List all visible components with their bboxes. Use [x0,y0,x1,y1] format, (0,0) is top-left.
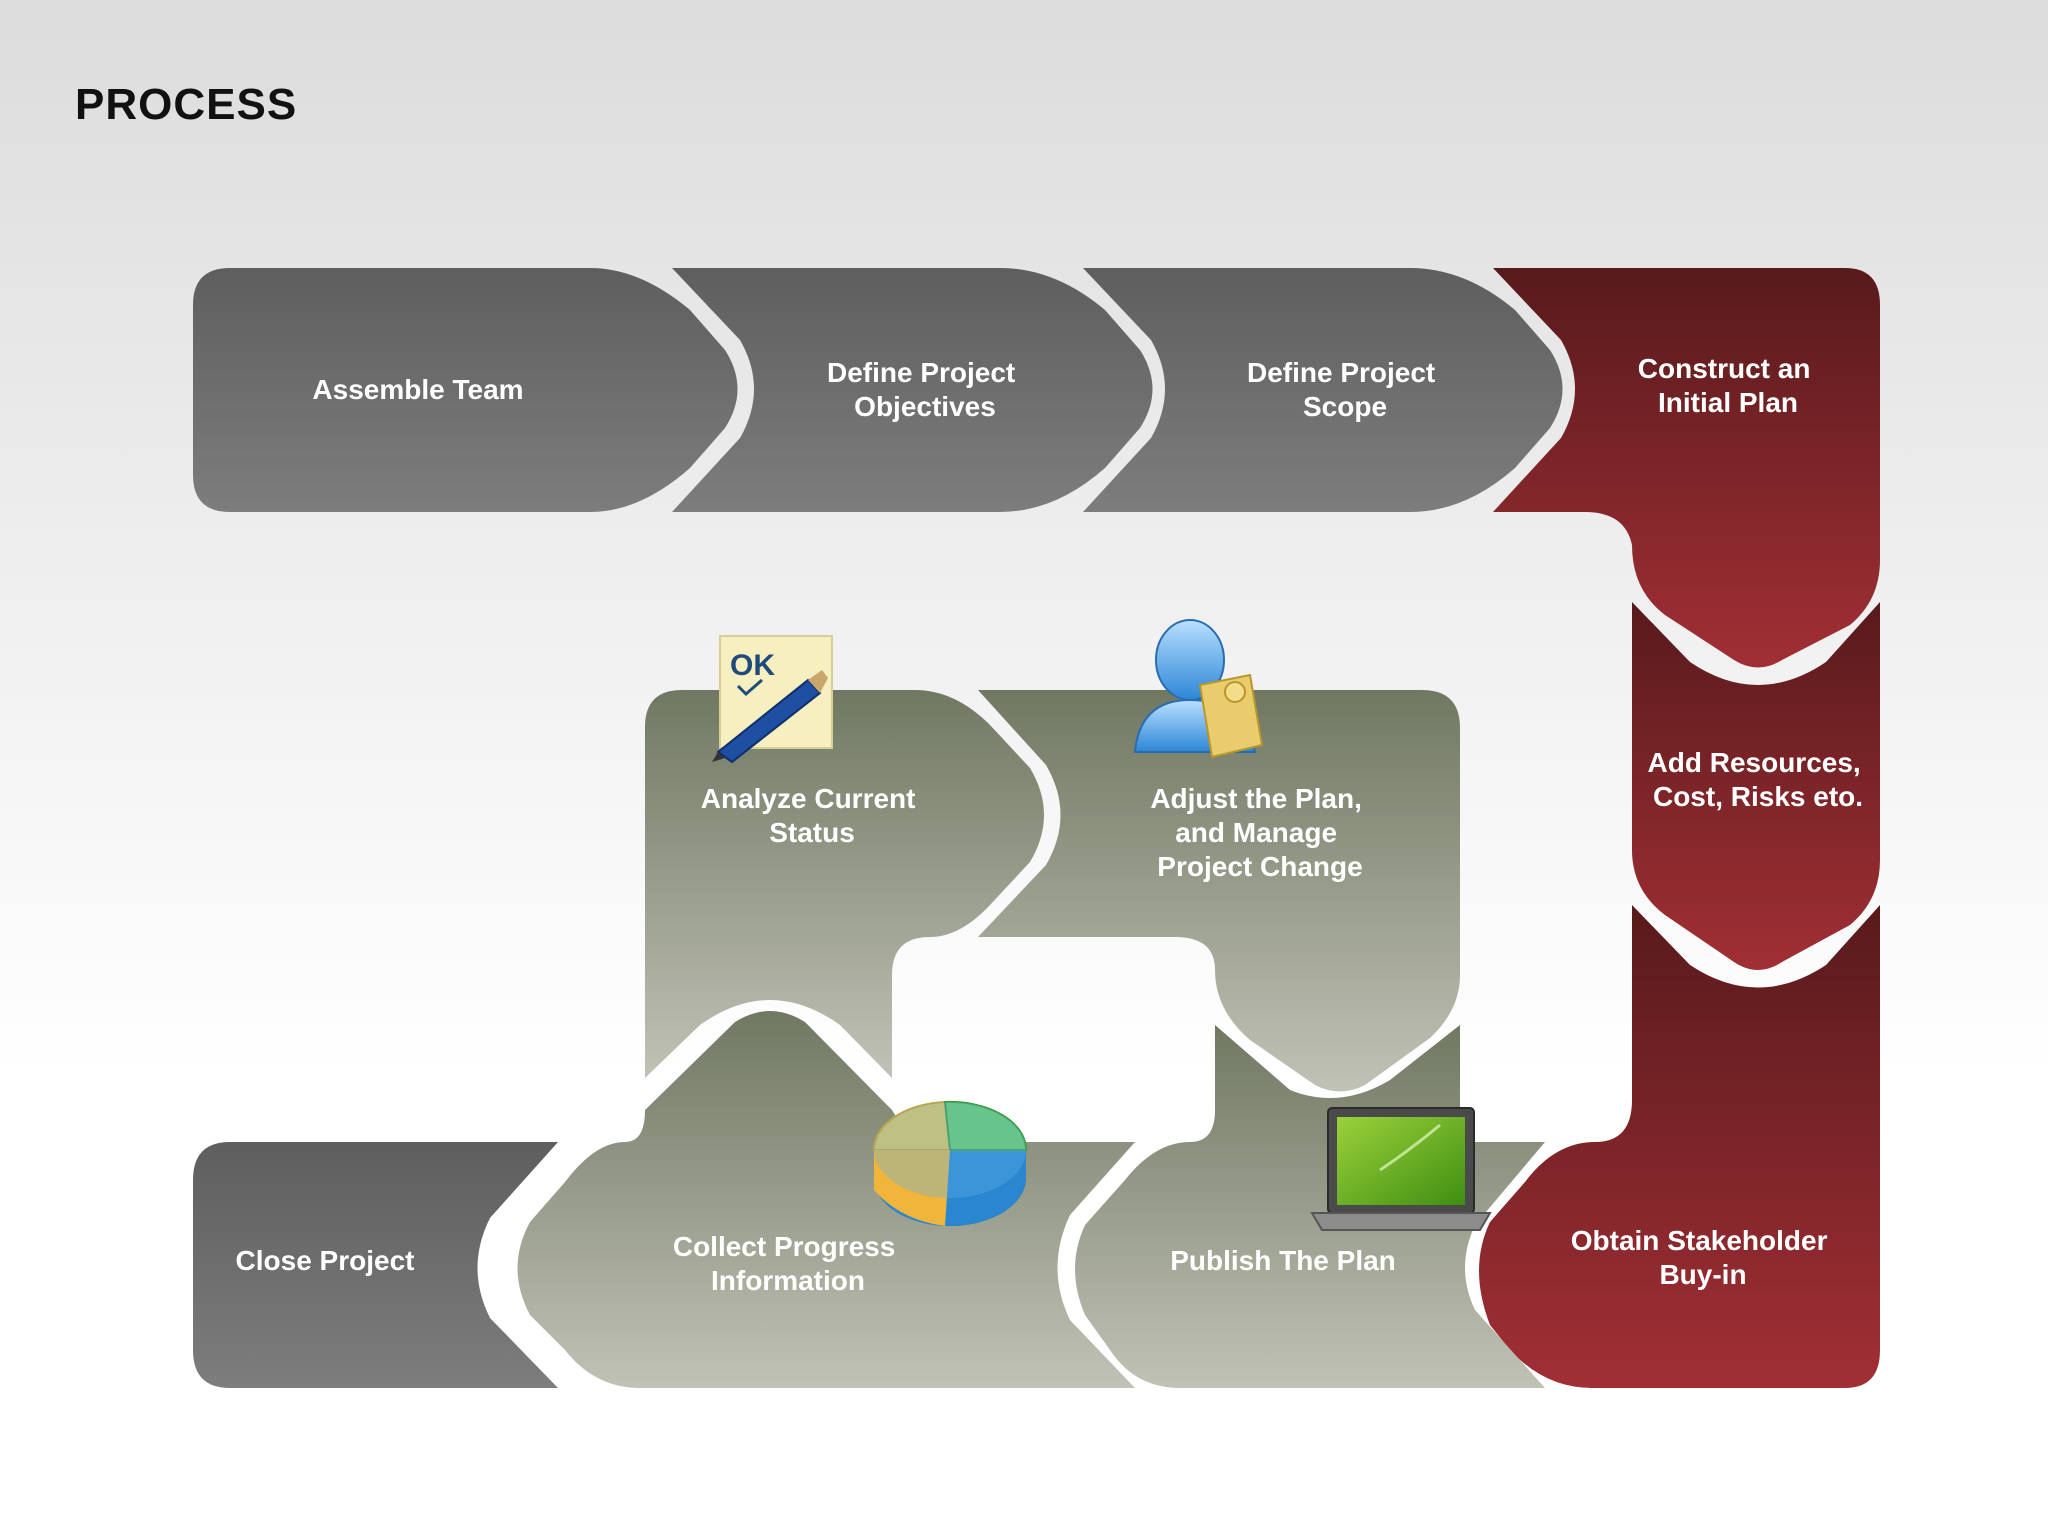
step-assemble-team-shape [193,268,738,512]
laptop-icon [1310,1107,1492,1231]
step-close-project-label: Close Project [236,1245,415,1276]
step-define-scope-shape [1083,268,1563,512]
step-obtain-buyin-label: Obtain Stakeholder Buy-in [1571,1225,1836,1290]
notepad-ok-text: OK [730,649,775,682]
step-define-objectives-label: Define Project Objectives [827,357,1023,422]
step-analyze-status-shape [645,690,1044,1078]
notepad-pen-icon: OK [712,635,833,764]
step-collect-progress-shape [517,1011,1135,1388]
step-define-objectives-shape [672,268,1153,512]
step-construct-plan-shape [1493,268,1880,668]
step-define-objectives: Define Project Objectives [672,268,1153,512]
step-collect-progress: Collect Progress Information [517,1011,1135,1388]
step-add-resources: Add Resources, Cost, Risks eto. [1632,602,1880,970]
pie-chart-icon [872,1100,1028,1226]
step-assemble-team-label: Assemble Team [312,374,523,405]
step-assemble-team: Assemble Team [193,268,738,512]
page-title: PROCESS [75,80,298,129]
step-construct-plan-label: Construct an Initial Plan [1638,353,1818,418]
step-add-resources-shape [1632,602,1880,970]
step-publish-plan-label: Publish The Plan [1170,1245,1396,1276]
step-adjust-plan: Adjust the Plan, and Manage Project Chan… [978,690,1460,1092]
step-obtain-buyin-shape [1479,905,1880,1388]
step-define-scope: Define Project Scope [1083,268,1563,512]
step-close-project-shape [193,1142,558,1388]
step-construct-plan: Construct an Initial Plan [1493,268,1880,668]
step-analyze-status: Analyze Current Status [645,690,1044,1078]
step-analyze-status-label: Analyze Current Status [701,783,924,848]
step-collect-progress-label: Collect Progress Information [673,1231,903,1296]
user-document-icon [1133,619,1264,759]
step-adjust-plan-label: Adjust the Plan, and Manage Project Chan… [1150,783,1369,882]
step-define-scope-label: Define Project Scope [1247,357,1443,422]
step-close-project: Close Project [193,1142,558,1388]
step-obtain-buyin: Obtain Stakeholder Buy-in [1479,905,1880,1388]
step-add-resources-label: Add Resources, Cost, Risks eto. [1648,747,1869,812]
step-adjust-plan-shape [978,690,1460,1092]
